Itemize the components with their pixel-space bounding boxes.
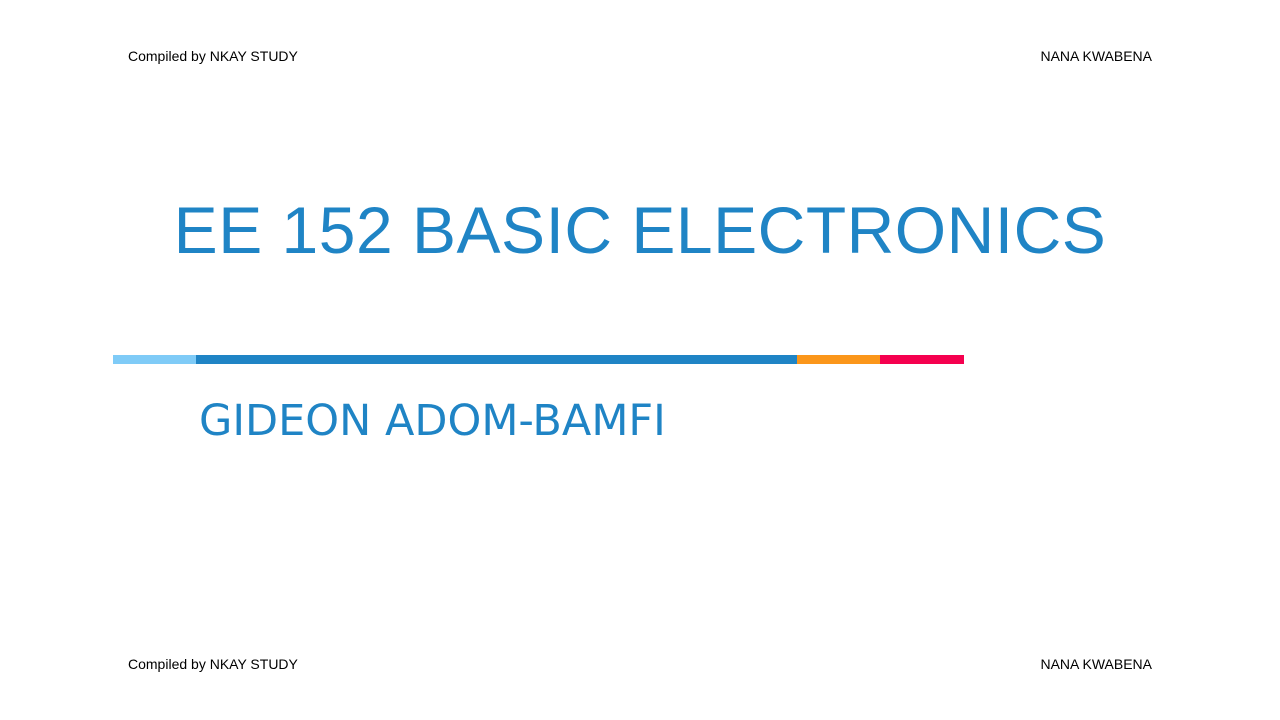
footer-right-text: NANA KWABENA	[1040, 656, 1152, 672]
footer-left-text: Compiled by NKAY STUDY	[128, 656, 298, 672]
slide-subtitle-author: GIDEON ADOM-BAMFI	[199, 396, 666, 446]
color-bar-segment-red	[880, 355, 964, 364]
color-bar-segment-blue	[196, 355, 797, 364]
decorative-color-bar	[113, 355, 964, 364]
color-bar-segment-light-blue	[113, 355, 196, 364]
slide-title: EE 152 BASIC ELECTRONICS	[173, 193, 1107, 267]
header-right-text: NANA KWABENA	[1040, 48, 1152, 64]
header-left-text: Compiled by NKAY STUDY	[128, 48, 298, 64]
color-bar-segment-orange	[797, 355, 880, 364]
